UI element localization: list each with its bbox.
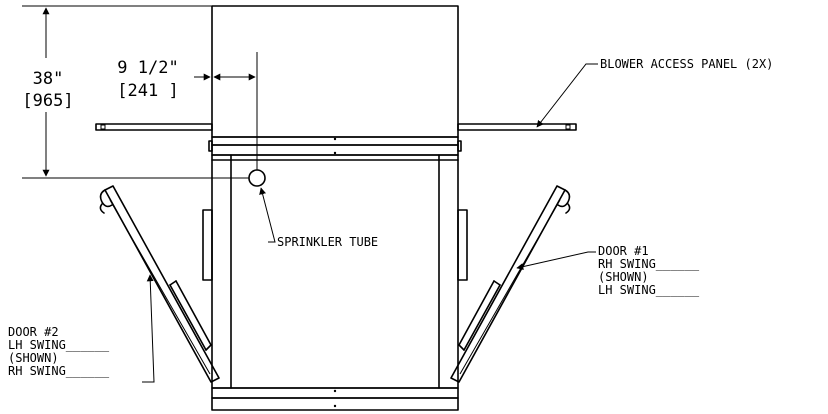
cabinet-body — [211, 154, 459, 389]
door2-label-line1: DOOR #2 — [8, 325, 59, 339]
door2-label-line2: LH SWING______ — [8, 338, 110, 352]
door-2 — [99, 185, 220, 383]
door1-label-line4: LH SWING______ — [598, 283, 700, 297]
height-dimension — [22, 5, 249, 179]
door-1 — [450, 185, 571, 383]
door1-leader — [516, 251, 596, 271]
door2-leader — [142, 274, 155, 383]
top-frame — [208, 136, 462, 156]
door1-label-line1: DOOR #1 — [598, 244, 649, 258]
door1-label-line2: RH SWING______ — [598, 257, 700, 271]
door2-label-line4: RH SWING______ — [8, 364, 110, 378]
offset-dimension-mm: [241 ] — [117, 81, 178, 101]
sprinkler-leader — [259, 187, 276, 243]
door2-label-line3: (SHOWN) — [8, 351, 59, 365]
blower-access-panel-right — [457, 123, 577, 131]
bottom-frame — [211, 387, 459, 411]
blower-access-panel-left — [95, 123, 213, 131]
height-dimension-inches: 38" — [33, 69, 64, 89]
side-bracket-left — [202, 209, 213, 281]
blower-panel-label: BLOWER ACCESS PANEL (2X) — [600, 57, 773, 71]
side-bracket-right — [457, 209, 468, 281]
sprinkler-label: SPRINKLER TUBE — [277, 235, 378, 249]
offset-dimension-inches: 9 1/2" — [117, 58, 178, 78]
height-dimension-mm: [965] — [22, 91, 73, 111]
blower-panel-leader — [536, 63, 598, 128]
blower-housing — [211, 5, 459, 138]
sprinkler-tube — [248, 169, 266, 187]
door1-label-line3: (SHOWN) — [598, 270, 649, 284]
